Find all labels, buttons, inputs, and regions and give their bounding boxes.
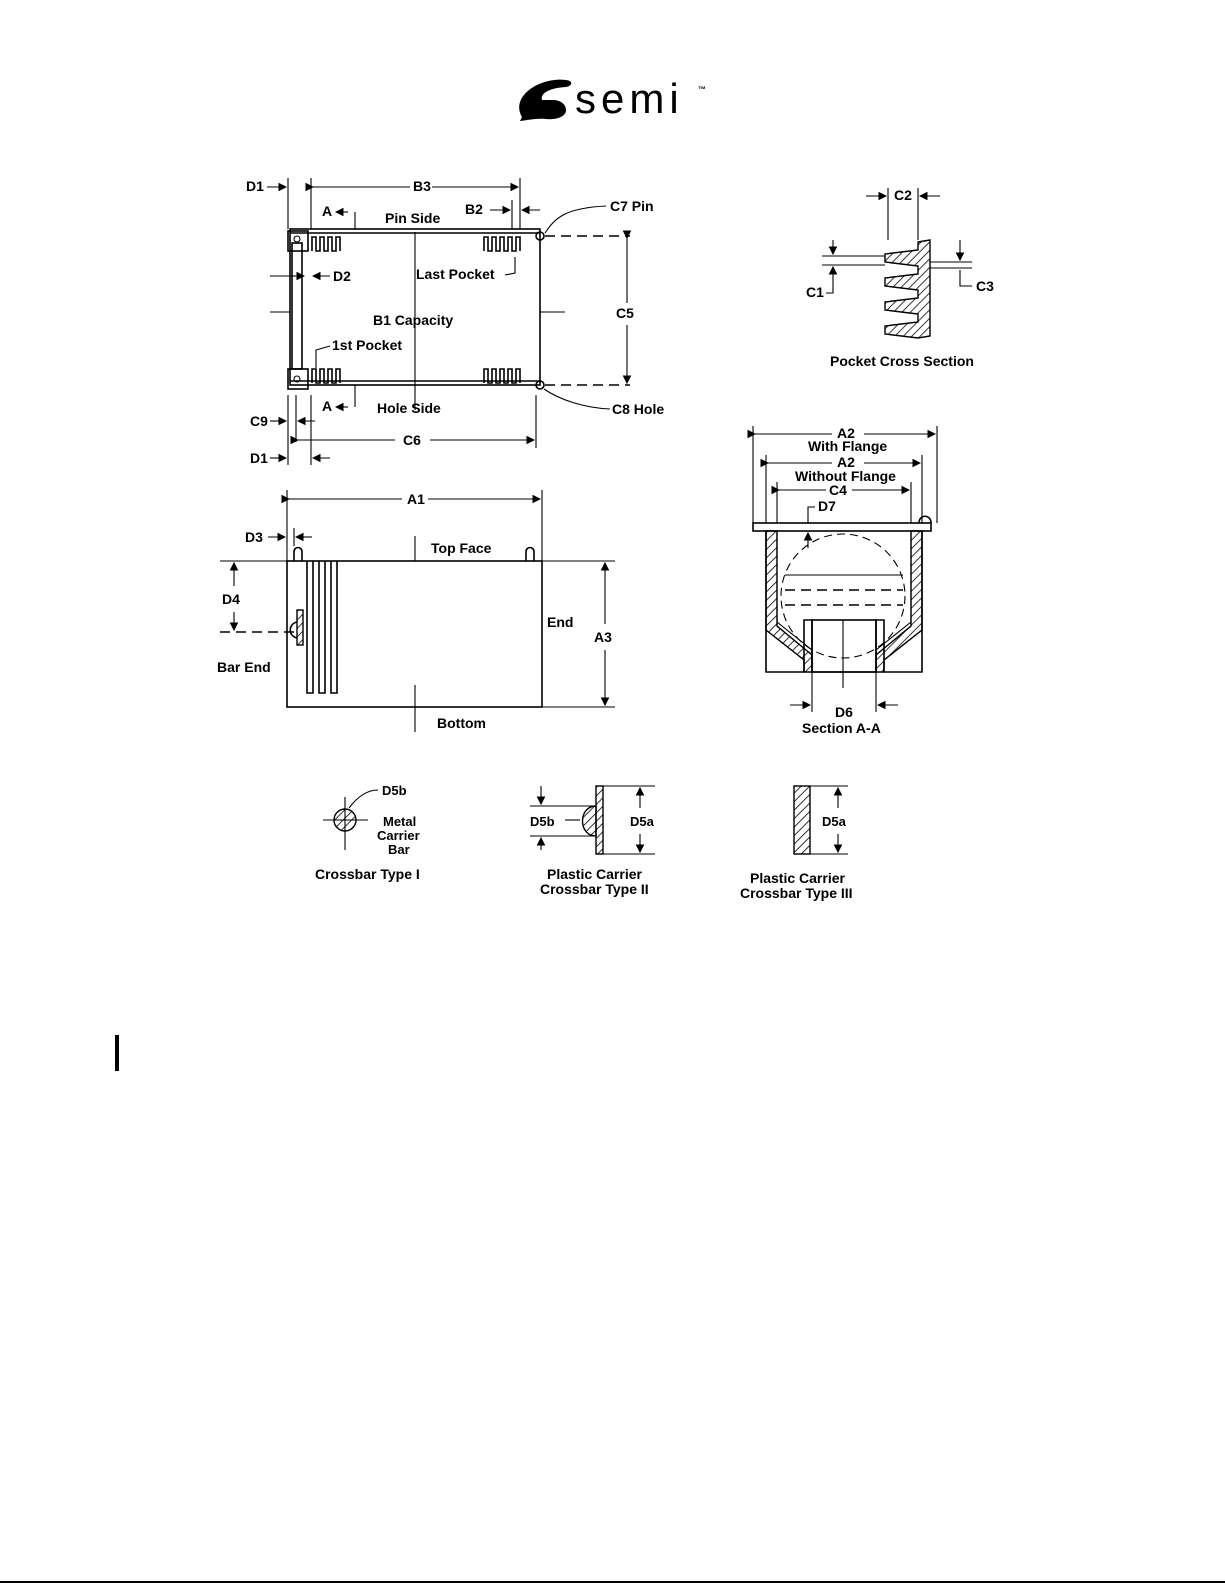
label-bar-end: Bar End <box>217 659 271 675</box>
label-c4: C4 <box>829 482 847 498</box>
label-a2-with-flange: A2 <box>837 425 855 441</box>
crossbar-type-3: D5a Plastic Carrier Crossbar Type III <box>740 785 853 901</box>
label-a-top: A <box>322 203 332 219</box>
crossbar-type-1: D5b Metal Carrier Bar Crossbar Type I <box>315 783 420 882</box>
label-d5b-type1: D5b <box>382 783 407 798</box>
label-a2-without-flange: A2 <box>837 454 855 470</box>
label-c8-hole: C8 Hole <box>612 401 664 417</box>
label-c5: C5 <box>616 305 634 321</box>
label-c3: C3 <box>976 278 994 294</box>
pocket-teeth-first-bottom <box>311 368 341 384</box>
label-b3: B3 <box>413 178 431 194</box>
label-carrier: Carrier <box>377 828 420 843</box>
logo-tm: ™ <box>698 85 706 94</box>
label-a1: A1 <box>407 491 425 507</box>
hole-icon <box>535 380 545 390</box>
caption-section-aa: Section A-A <box>802 720 881 736</box>
label-c7-pin: C7 Pin <box>610 198 654 214</box>
pocket-teeth-first-top <box>311 236 341 252</box>
label-d1-top: D1 <box>246 178 264 194</box>
label-c9: C9 <box>250 413 268 429</box>
label-first-pocket: 1st Pocket <box>332 337 402 353</box>
label-d5a-type2: D5a <box>630 814 655 829</box>
label-d2: D2 <box>333 268 351 284</box>
label-d7: D7 <box>818 498 836 514</box>
label-with-flange: With Flange <box>808 438 887 454</box>
label-d5a-type3: D5a <box>822 814 847 829</box>
wafer-slots <box>306 561 338 694</box>
caption-crossbar-type1: Crossbar Type I <box>315 866 420 882</box>
pocket-cross-section: C2 C1 C3 Pocket Cross Section <box>806 187 994 369</box>
label-d4: D4 <box>222 591 240 607</box>
label-metal: Metal <box>383 814 416 829</box>
caption-type3-line2: Crossbar Type III <box>740 885 853 901</box>
label-c2: C2 <box>894 187 912 203</box>
crossbar-type-2: D5b D5a Plastic Carrier Crossbar Type II <box>530 785 655 897</box>
end-bar <box>291 242 303 370</box>
logo-wordmark: semi <box>575 75 684 122</box>
label-d3: D3 <box>245 529 263 545</box>
label-hole-side: Hole Side <box>377 400 441 416</box>
revision-bar <box>115 1035 119 1071</box>
caption-pocket-cross-section: Pocket Cross Section <box>830 353 974 369</box>
label-a-bottom: A <box>322 398 332 414</box>
label-d6: D6 <box>835 704 853 720</box>
label-d5b-type2: D5b <box>530 814 555 829</box>
semi-logo: semi ™ <box>519 75 706 122</box>
label-c6: C6 <box>403 432 421 448</box>
label-without-flange: Without Flange <box>795 468 896 484</box>
caption-type3-line1: Plastic Carrier <box>750 870 845 886</box>
pocket-teeth-last-bottom <box>483 368 521 384</box>
label-bottom: Bottom <box>437 715 486 731</box>
plastic-bar-type2 <box>595 785 604 855</box>
label-b2: B2 <box>465 201 483 217</box>
label-top-face: Top Face <box>431 540 492 556</box>
logo-mark-icon <box>519 79 572 121</box>
section-aa: A2 With Flange A2 Without Flange C4 D7 D… <box>747 425 938 736</box>
label-last-pocket: Last Pocket <box>416 266 495 282</box>
bar-end-crossbar <box>296 609 304 646</box>
caption-type2-line1: Plastic Carrier <box>547 866 642 882</box>
label-a3: A3 <box>594 629 612 645</box>
label-d1-bottom: D1 <box>250 450 268 466</box>
plastic-bar-type3 <box>793 785 811 855</box>
side-view: A1 D3 Top Face D4 End A3 Bar End Bottom <box>217 490 615 732</box>
label-pin-side: Pin Side <box>385 210 440 226</box>
caption-type2-line2: Crossbar Type II <box>540 881 649 897</box>
label-end: End <box>547 614 573 630</box>
pocket-teeth-last-top <box>483 236 521 252</box>
top-view: D1 B3 A Pin Side B2 C7 Pin D2 Last Pocke… <box>246 178 664 466</box>
label-b1-capacity: B1 Capacity <box>373 312 453 328</box>
label-bar: Bar <box>388 842 410 857</box>
label-c1: C1 <box>806 284 824 300</box>
pin-icon <box>535 231 545 241</box>
